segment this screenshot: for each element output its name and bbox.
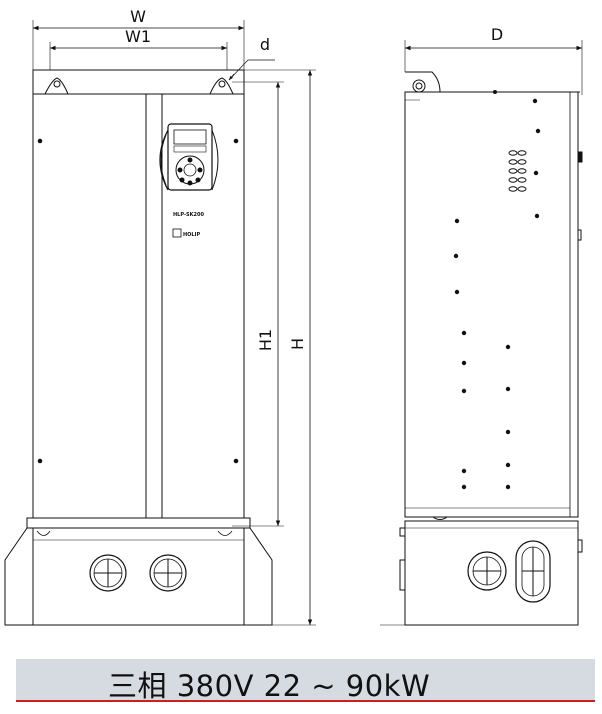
dim-label-depth: D — [491, 25, 503, 44]
side-view — [380, 40, 583, 626]
technical-drawing: HLP-SK200 HOLIP W W1 d H1 H — [4, 7, 583, 626]
dim-label-w1: W1 — [125, 27, 151, 46]
brand-label: HOLIP — [183, 232, 200, 238]
dim-label-d: d — [260, 35, 270, 54]
dim-label-w: W — [130, 7, 146, 26]
dim-label-h: H — [288, 338, 307, 350]
front-view — [4, 20, 316, 626]
caption-bar: 三相 380V 22 ~ 90kW — [16, 659, 595, 703]
brand-logo-icon — [172, 228, 182, 238]
model-label: HLP-SK200 — [173, 212, 204, 218]
dim-label-h1: H1 — [256, 329, 275, 351]
caption-text: 三相 380V 22 ~ 90kW — [108, 669, 431, 703]
